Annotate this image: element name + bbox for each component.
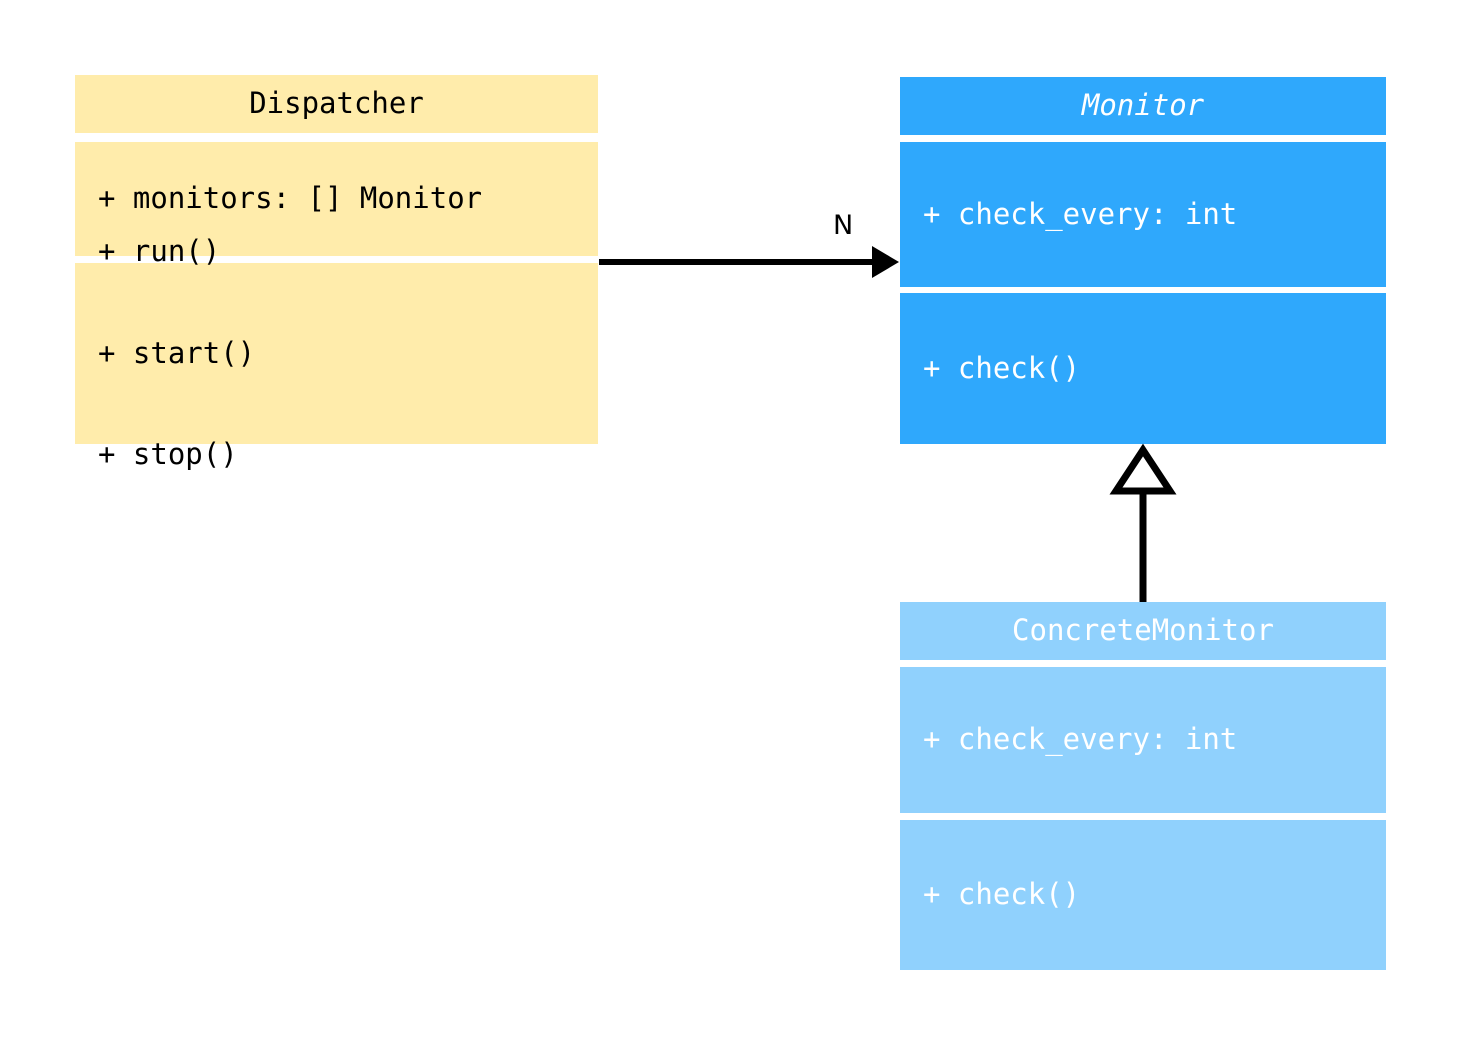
method-item: + run() — [98, 233, 221, 268]
class-header-compartment-concrete-monitor: ConcreteMonitor — [900, 602, 1386, 660]
class-box-dispatcher[interactable]: Dispatcher + monitors: [] Monitor + run(… — [75, 75, 598, 471]
association-multiplicity-label: N — [833, 210, 854, 241]
method-list-dispatcher: + run() + start() + stop() — [75, 167, 598, 540]
class-name-dispatcher: Dispatcher — [249, 86, 424, 121]
attribute-item: + monitors: [] Monitor — [98, 181, 483, 216]
method-list-monitor: + check() — [900, 284, 1386, 454]
attribute-list-dispatcher: + monitors: [] Monitor — [75, 114, 598, 284]
attribute-list-concrete-monitor: + check_every: int — [900, 655, 1386, 825]
class-methods-compartment-concrete-monitor: + check() — [900, 820, 1386, 970]
class-attributes-compartment-concrete-monitor: + check_every: int — [900, 667, 1386, 813]
class-attributes-compartment-monitor: + check_every: int — [900, 142, 1386, 287]
attribute-list-monitor: + check_every: int — [900, 130, 1386, 300]
association-arrowhead-icon — [872, 246, 899, 278]
association-edge-dispatcher-monitor — [599, 246, 899, 278]
class-header-compartment-monitor: Monitor — [900, 77, 1386, 135]
method-item: + check() — [923, 877, 1081, 912]
inheritance-edge-concrete-monitor-monitor — [1109, 443, 1177, 602]
inheritance-hollow-triangle-icon — [1109, 443, 1177, 495]
class-box-concrete-monitor[interactable]: ConcreteMonitor + check_every: int + che… — [900, 602, 1386, 970]
attribute-item: + check_every: int — [923, 722, 1238, 757]
method-item: + check() — [923, 350, 1081, 385]
class-name-monitor: Monitor — [1081, 88, 1205, 123]
method-item: + start() — [98, 335, 256, 370]
class-header-compartment-dispatcher: Dispatcher — [75, 75, 598, 133]
class-box-monitor[interactable]: Monitor + check_every: int + check() — [900, 77, 1386, 444]
attribute-item: + check_every: int — [923, 196, 1238, 231]
method-item: + stop() — [98, 437, 238, 472]
class-methods-compartment-dispatcher: + run() + start() + stop() — [75, 234, 598, 471]
class-name-concrete-monitor: ConcreteMonitor — [1012, 613, 1274, 648]
class-methods-compartment-monitor: + check() — [900, 293, 1386, 444]
class-attributes-compartment-dispatcher: + monitors: [] Monitor — [75, 142, 598, 256]
method-list-concrete-monitor: + check() — [900, 810, 1386, 980]
